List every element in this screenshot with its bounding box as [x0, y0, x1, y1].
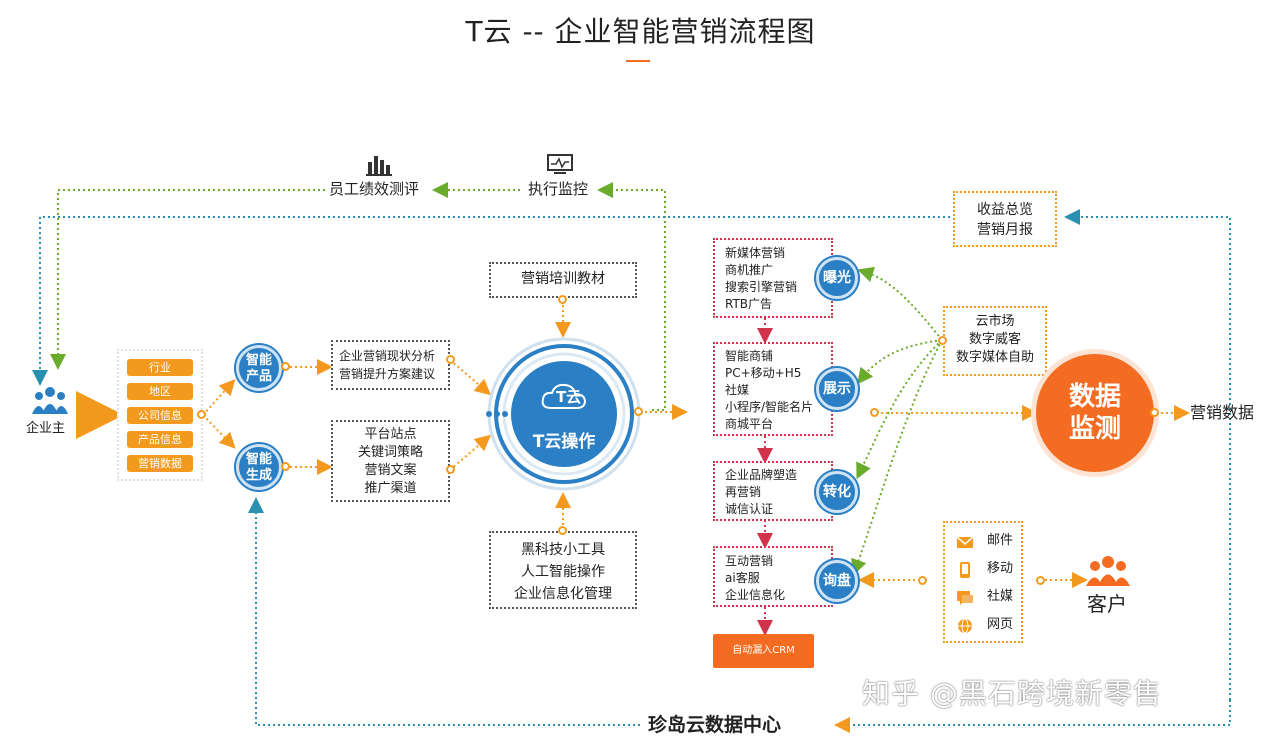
cloud-market-box: 云市场 数字威客 数字媒体自助: [943, 306, 1047, 376]
stage-box-display: 智能商铺 PC+移动+H5 社媒 小程序/智能名片 商城平台: [713, 342, 833, 436]
connector-dot: [558, 526, 567, 535]
mail-icon: [956, 533, 974, 549]
data-monitor-circle: 数据 监测: [1036, 354, 1154, 472]
watermark: 知乎 @黑石跨境新零售: [862, 677, 1162, 710]
data-center-label: 珍岛云数据中心: [648, 714, 782, 736]
connector-dot: [918, 576, 927, 585]
channel-web: 网页: [953, 611, 1025, 639]
title-underline: [626, 60, 650, 62]
info-item: 公司信息: [127, 407, 193, 424]
connector-dot: [281, 462, 290, 471]
people-icon: [32, 386, 68, 416]
customer-label: 客户: [1087, 592, 1127, 616]
stage-box-inquiry: 互动营销 ai客服 企业信息化: [713, 546, 833, 607]
connector-dot: [446, 355, 455, 364]
channel-social: 社媒: [953, 583, 1025, 611]
monitor-icon: [546, 154, 574, 176]
training-box: 营销培训教材: [489, 262, 637, 298]
center-logo-text: T云: [556, 388, 582, 406]
connector-dot: [558, 295, 567, 304]
revenue-box: 收益总览 营销月报: [953, 191, 1057, 247]
channel-mail: 邮件: [953, 527, 1025, 555]
platform-box: 平台站点 关键词策略 营销文案 推广渠道: [331, 420, 450, 502]
center-label: T云操作: [532, 432, 596, 452]
bar-chart-icon: [366, 152, 392, 176]
channels-box: 邮件 移动 社媒 网页: [943, 521, 1023, 643]
mobile-icon: [957, 561, 973, 578]
customer-people-icon: [1086, 555, 1130, 587]
crm-button[interactable]: 自动漏入CRM: [713, 634, 814, 668]
connector-dot: [1036, 576, 1045, 585]
owner-label: 企业主: [26, 421, 66, 436]
info-items-box: 行业 地区 公司信息 产品信息 营销数据: [117, 349, 203, 481]
stage-circle-display: 展示: [816, 368, 858, 410]
channel-mobile: 移动: [953, 555, 1025, 583]
info-item: 营销数据: [127, 455, 193, 472]
connector-dot: [197, 410, 206, 419]
info-item: 产品信息: [127, 431, 193, 448]
connector-dot: [938, 336, 947, 345]
center-hub: [486, 336, 642, 492]
info-item: 地区: [127, 383, 193, 400]
info-item: 行业: [127, 359, 193, 376]
connector-dot: [634, 407, 643, 416]
performance-label: 员工绩效测评: [329, 180, 420, 198]
marketing-data-label: 营销数据: [1190, 403, 1255, 422]
globe-icon: [957, 617, 973, 634]
connector-dot: [870, 408, 879, 417]
smart-generate-circle: 智能 生成: [236, 444, 282, 490]
monitor-label: 执行监控: [528, 180, 589, 198]
analysis-box: 企业营销现状分析 营销提升方案建议: [331, 340, 450, 390]
connector-dot: [446, 465, 455, 474]
stage-circle-conversion: 转化: [816, 471, 858, 513]
stage-circle-inquiry: 询盘: [816, 560, 858, 602]
stage-circle-exposure: 曝光: [816, 257, 858, 299]
chat-icon: [957, 589, 973, 605]
cloud-icon: [541, 382, 587, 410]
connector-dot: [1150, 408, 1159, 417]
page-title: T云 -- 企业智能营销流程图: [465, 15, 816, 48]
tools-box: 黑科技小工具 人工智能操作 企业信息化管理: [489, 531, 637, 609]
stage-box-exposure: 新媒体营销 商机推广 搜索引擎营销 RTB广告: [713, 238, 833, 318]
smart-product-circle: 智能 产品: [236, 345, 282, 391]
stage-box-conversion: 企业品牌塑造 再营销 诚信认证: [713, 461, 833, 521]
connector-dot: [281, 362, 290, 371]
